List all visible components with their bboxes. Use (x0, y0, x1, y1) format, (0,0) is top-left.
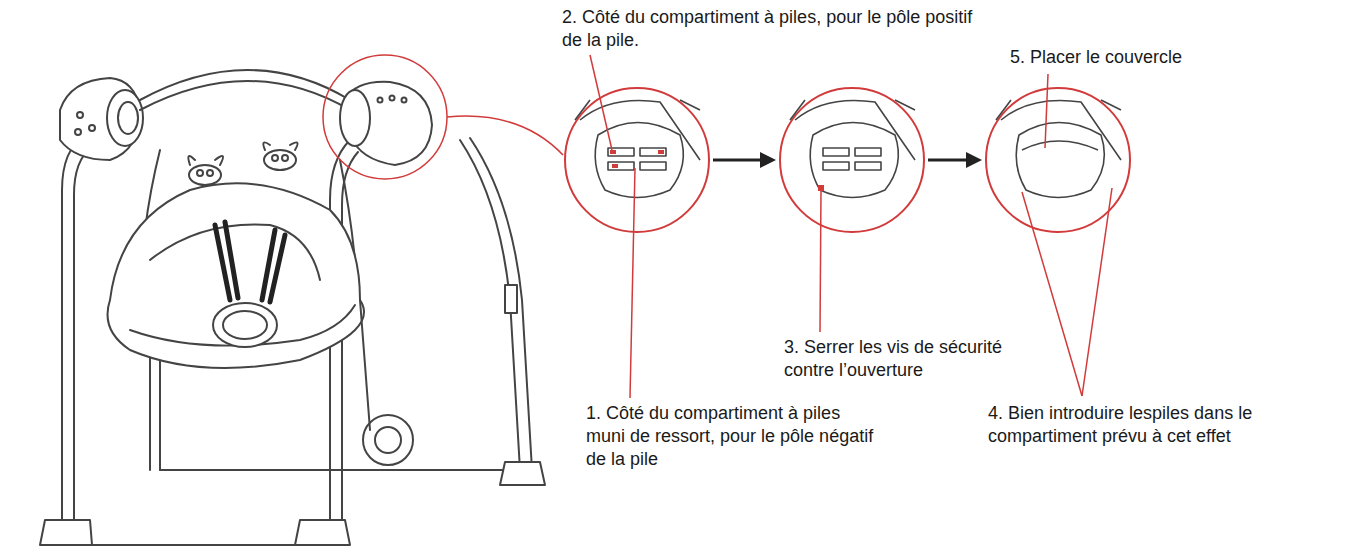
step-label: 5. Placer le couvercle (1010, 46, 1270, 69)
step-label: 4. Bien introduire lespiles dans le comp… (988, 402, 1328, 448)
step-label: 1. Côté du compartiment à piles muni de … (586, 402, 876, 471)
step-label: 2. Côté du compartiment à piles, pour le… (562, 6, 982, 52)
step-label: 3. Serrer les vis de sécurité contre l’o… (784, 336, 1014, 382)
